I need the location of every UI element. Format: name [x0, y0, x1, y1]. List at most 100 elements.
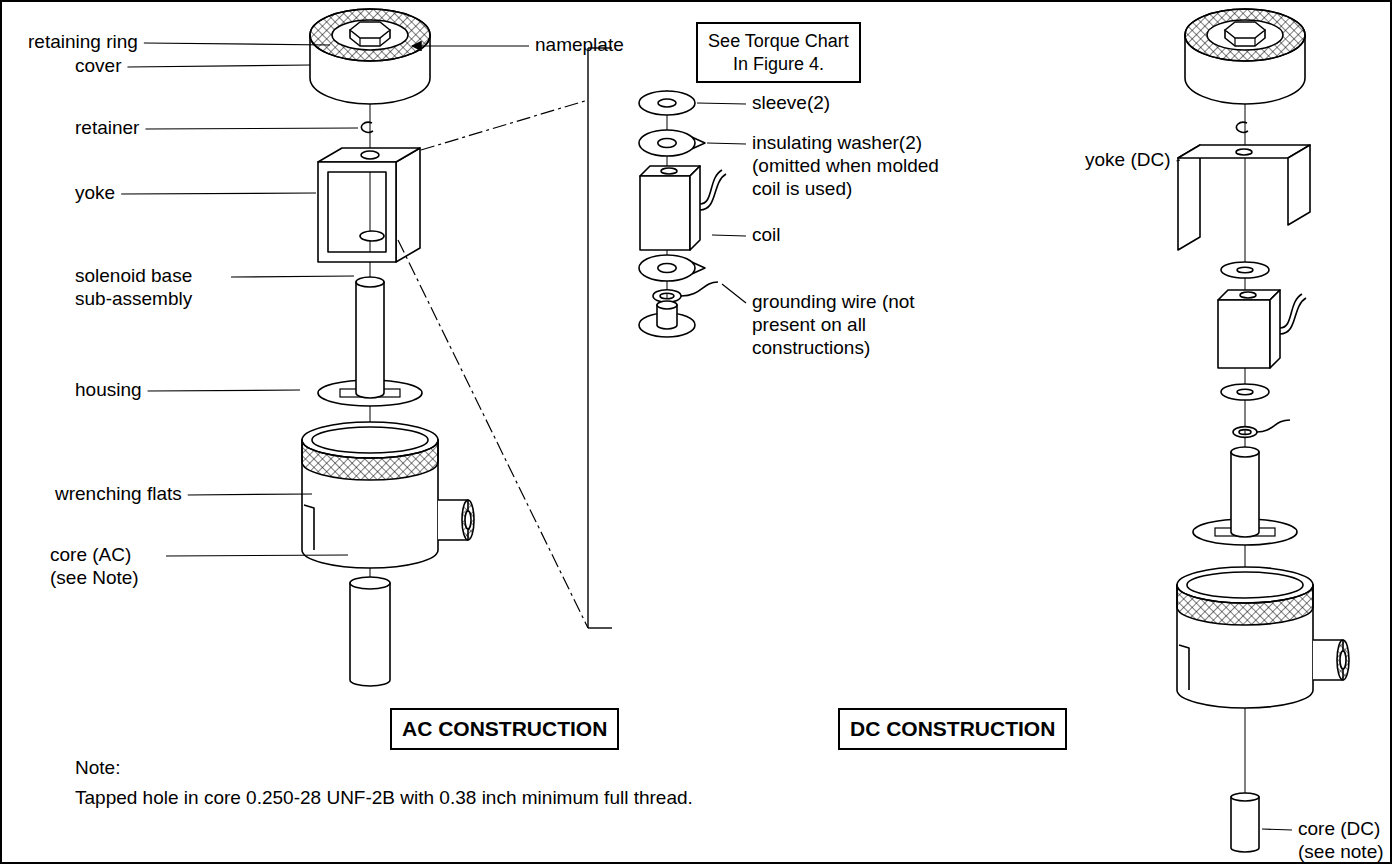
- leader-line: [1262, 829, 1292, 830]
- leader-line: [231, 276, 354, 277]
- lead-wire: [700, 170, 722, 204]
- boss-face: [1337, 640, 1349, 680]
- housing-rim: [312, 427, 428, 453]
- leader-line: [127, 65, 310, 67]
- cover: [310, 9, 430, 61]
- leader-line: [707, 143, 746, 144]
- projection-line: [421, 100, 588, 150]
- core: [350, 583, 390, 686]
- leader-line: [166, 555, 348, 556]
- yoke-side: [396, 148, 420, 262]
- ground-wire: [1257, 420, 1290, 432]
- reference-box: See Torque Chart In Figure 4.: [696, 22, 861, 83]
- projection-line: [398, 240, 588, 628]
- part-label: housing: [75, 379, 142, 402]
- housing-rim: [1187, 572, 1303, 598]
- housing: [1177, 585, 1313, 708]
- washer: [639, 255, 695, 281]
- yoke-dc-leg: [1288, 145, 1310, 225]
- part-label: retainer: [75, 117, 139, 140]
- box-text: See Torque Chart In Figure 4.: [706, 30, 851, 75]
- section-title-box: AC CONSTRUCTION: [390, 708, 619, 750]
- part-label: yoke (DC): [1085, 149, 1171, 172]
- part-label: insulating washer(2) (omitted when molde…: [752, 132, 967, 200]
- part-label: core (DC) (see note): [1298, 818, 1390, 864]
- hex-edge: [379, 38, 380, 46]
- part-label: cover: [75, 55, 121, 78]
- boss-hole: [465, 511, 471, 529]
- leader-line: [712, 235, 746, 236]
- box-text: AC CONSTRUCTION: [402, 716, 607, 742]
- core: [1231, 797, 1259, 852]
- note-text: Note:: [75, 757, 120, 780]
- note-text: Tapped hole in core 0.250-28 UNF-2B with…: [75, 787, 693, 810]
- box-text: DC CONSTRUCTION: [850, 716, 1055, 742]
- washer-hole: [658, 263, 676, 272]
- sleeve: [639, 91, 695, 115]
- yoke-front: [318, 162, 396, 262]
- yoke-hole: [1236, 149, 1252, 155]
- coil-side: [1270, 290, 1280, 368]
- part-label: retaining ring: [28, 31, 138, 54]
- washer: [1221, 384, 1269, 400]
- yoke-hole: [361, 151, 379, 159]
- part-label: nameplate: [535, 34, 624, 57]
- wrenching-flat: [304, 505, 314, 550]
- washer: [1221, 262, 1269, 278]
- part-label: grounding wire (not present on all const…: [752, 291, 922, 359]
- hex-nut: [1225, 22, 1265, 38]
- core: [350, 577, 390, 589]
- cover: [1185, 9, 1305, 61]
- base-tube: [356, 282, 384, 398]
- leader-line: [144, 43, 330, 45]
- retainer: [361, 122, 373, 132]
- part-label: wrenching flats: [55, 483, 182, 506]
- hex-edge: [359, 38, 360, 46]
- hex-edge: [1254, 38, 1255, 46]
- ground-wire: [681, 282, 718, 296]
- sleeve-hole: [658, 99, 676, 107]
- sleeve-tube: [657, 301, 677, 309]
- coil-bore: [661, 168, 677, 174]
- housing: [302, 440, 438, 568]
- washer-hole: [658, 138, 676, 147]
- part-label: core (AC) (see Note): [50, 544, 160, 590]
- yoke-top: [318, 148, 420, 162]
- wrenching-flat: [1179, 645, 1189, 690]
- part-label: yoke: [75, 182, 115, 205]
- illustration: [121, 9, 1349, 852]
- leader-line: [412, 45, 529, 46]
- part-label: solenoid base sub-assembly: [75, 265, 225, 311]
- yoke-hole: [360, 231, 384, 241]
- washer: [639, 130, 695, 156]
- hex-edge: [1234, 38, 1235, 46]
- lead-wire: [1280, 298, 1306, 334]
- coil-side: [690, 166, 700, 250]
- lead-wire: [700, 174, 726, 210]
- knurled-ring: [1185, 9, 1305, 61]
- boss-hole: [1340, 651, 1346, 669]
- base-tube: [1231, 447, 1259, 457]
- coil-front: [640, 176, 690, 250]
- base-tube: [356, 277, 384, 287]
- leader-line: [145, 128, 358, 129]
- section-title-box: DC CONSTRUCTION: [838, 708, 1067, 750]
- lead-wire: [1280, 294, 1302, 328]
- bracket: [588, 627, 612, 628]
- washer-hole: [1237, 267, 1253, 273]
- washer-hole: [1237, 389, 1253, 395]
- coil-bore: [1240, 292, 1256, 298]
- part-label: sleeve(2): [752, 92, 830, 115]
- part-label: coil: [752, 224, 781, 247]
- leader-line: [722, 284, 746, 303]
- ground-ring: [1233, 427, 1257, 438]
- core: [1231, 793, 1259, 801]
- knurled-ring: [310, 9, 430, 61]
- base-tube: [1231, 452, 1259, 537]
- leader-line: [1177, 160, 1180, 161]
- boss-face: [462, 500, 474, 540]
- leader-line: [188, 494, 312, 495]
